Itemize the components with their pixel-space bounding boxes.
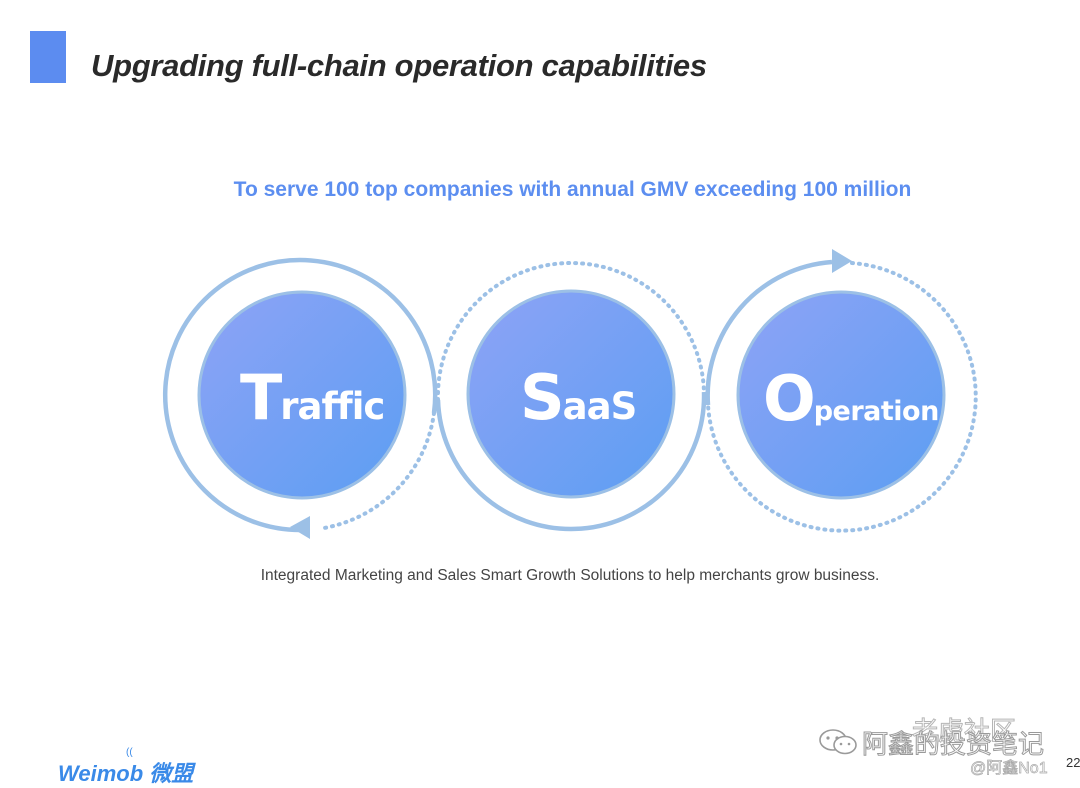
traffic-ring-solid <box>162 257 438 533</box>
label-operation: Operation <box>763 368 939 430</box>
title-accent-bar <box>30 31 66 83</box>
saas-ring-solid <box>435 391 707 532</box>
arrow-head-icon <box>290 516 310 539</box>
label-traffic: Traffic <box>240 367 385 429</box>
weimob-logo: Weimob 微盟 <box>58 761 194 786</box>
wechat-icon <box>819 729 857 755</box>
label-traffic-initial: T <box>240 361 282 434</box>
label-operation-rest: peration <box>813 396 940 427</box>
signal-icon: (( <box>126 747 133 758</box>
arrow-head-icon <box>832 249 852 273</box>
page-number: 22 <box>1066 755 1080 770</box>
watermark-community: 老虎社区 <box>911 716 1017 747</box>
label-saas: SaaS <box>520 367 638 429</box>
slide-description: Integrated Marketing and Sales Smart Gro… <box>260 567 880 584</box>
slide-title: Upgrading full-chain operation capabilit… <box>91 48 707 83</box>
label-saas-rest: aaS <box>562 385 638 428</box>
circle-operation <box>736 290 946 500</box>
label-saas-initial: S <box>520 361 565 434</box>
slide-subtitle: To serve 100 top companies with annual G… <box>233 178 912 201</box>
watermark-user: @阿鑫No1 <box>970 760 1048 778</box>
saas-ring-dotted <box>435 261 706 402</box>
watermark-channel: 阿鑫的投资笔记 <box>861 729 1045 760</box>
label-traffic-rest: raffic <box>280 385 385 428</box>
operation-ring-solid <box>705 259 833 406</box>
circle-saas <box>466 289 676 499</box>
label-operation-initial: O <box>763 362 816 435</box>
traffic-ring-dotted <box>322 411 436 530</box>
circle-traffic <box>197 290 407 500</box>
operation-ring-dotted <box>706 261 978 533</box>
